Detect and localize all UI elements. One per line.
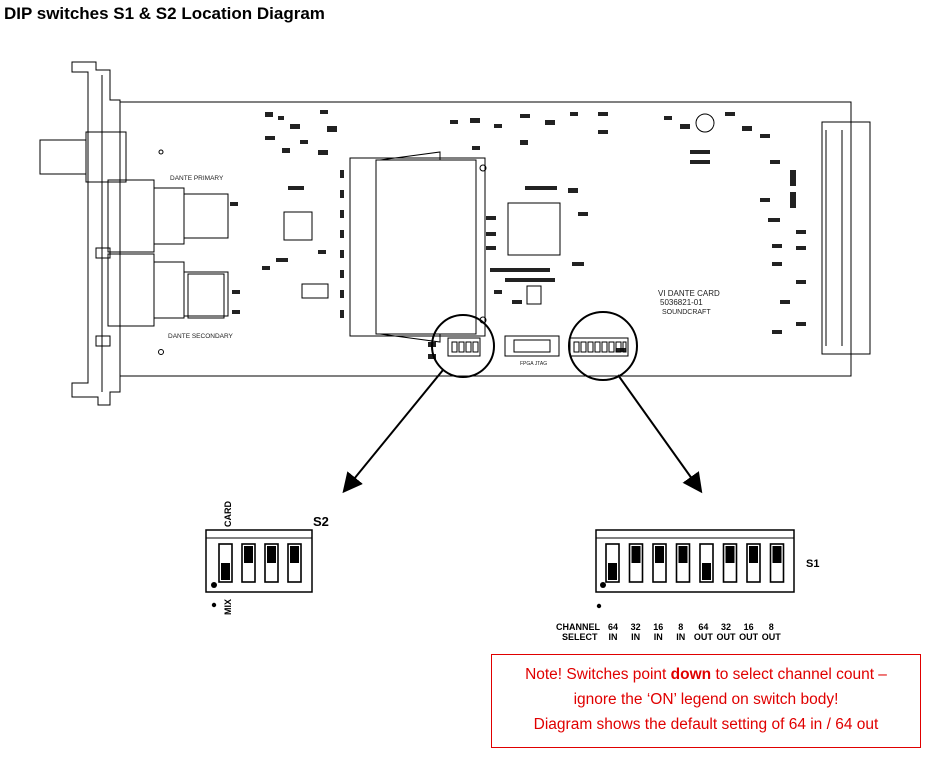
s2-highlight-circle — [431, 314, 495, 378]
s1-name-label: S1 — [806, 558, 819, 570]
s1-highlight-circle — [568, 311, 638, 381]
note-line-3: Diagram shows the default setting of 64 … — [533, 716, 879, 733]
rj45-primary — [107, 179, 155, 253]
s1-switch-lever-up — [678, 546, 688, 563]
page-title: DIP switches S1 & S2 Location Diagram — [4, 4, 325, 23]
s2-dot — [211, 582, 217, 588]
s1-label-direction-8: OUT — [762, 632, 782, 642]
fpga-chip — [507, 202, 561, 256]
s2-switch-lever-up — [290, 546, 299, 563]
s1-label-direction-2: IN — [631, 632, 640, 642]
card-name-line3: SOUNDCRAFT — [662, 309, 711, 316]
s1-switch-6 — [722, 543, 738, 583]
s2-switch-4 — [287, 543, 302, 583]
pcb-board — [39, 61, 871, 406]
s1-switch-2 — [628, 543, 644, 583]
s1-label-value-5: 64 — [698, 622, 708, 632]
s1-switch-4 — [675, 543, 691, 583]
s1-label-value-2: 32 — [631, 622, 641, 632]
rj45-secondary — [107, 253, 155, 327]
s2-switch-1 — [218, 543, 233, 583]
s2-card-label: CARD — [223, 501, 233, 527]
s2-switch-group — [218, 543, 302, 583]
front-bracket — [71, 61, 121, 406]
s1-dot — [600, 582, 606, 588]
note-line-1: Note! Switches point down to select chan… — [492, 662, 920, 687]
note-part1: Note! Switches point — [525, 666, 671, 683]
s1-label-value-1: 64 — [608, 622, 618, 632]
board-s2-footprint — [447, 337, 481, 357]
s1-switch-lever-up — [631, 546, 641, 563]
smd-components — [230, 110, 806, 359]
label-fpga-jtag: FPGA JTAG — [520, 361, 547, 367]
edge-connector — [821, 121, 871, 355]
s1-switch-lever-up — [725, 546, 735, 563]
s1-switch-7 — [746, 543, 761, 583]
s1-label-value-7: 16 — [744, 622, 754, 632]
s1-switch-lever-up — [655, 546, 664, 563]
s1-switch-8 — [769, 543, 785, 583]
jtag-connector — [504, 335, 560, 357]
s2-mix-label: MIX — [223, 599, 233, 615]
note-box: Note! Switches point down to select chan… — [491, 654, 921, 748]
s1-switch-lever-down — [702, 563, 711, 580]
note-bold: down — [670, 666, 712, 683]
note-line-2: ignore the ‘ON’ legend on switch body! — [573, 691, 839, 708]
s1-label-value-4: 8 — [678, 622, 683, 632]
s1-label-value-6: 32 — [721, 622, 731, 632]
s1-label-direction-3: IN — [654, 632, 663, 642]
bnc-connector — [39, 139, 87, 175]
s1-label-direction-1: IN — [609, 632, 618, 642]
label-dante-primary: DANTE PRIMARY — [170, 175, 224, 182]
board-outline — [119, 101, 852, 377]
s1-channel-select-line1: CHANNEL — [556, 622, 601, 632]
s1-label-direction-6: OUT — [717, 632, 737, 642]
s1-switch-lever-up — [749, 546, 758, 563]
s1-label-direction-5: OUT — [694, 632, 714, 642]
s1-switch-1 — [605, 543, 620, 583]
s1-label-value-8: 8 — [769, 622, 774, 632]
s2-name-label: S2 — [313, 514, 329, 529]
s1-label-direction-4: IN — [676, 632, 685, 642]
note-part2: to select channel count – — [711, 666, 887, 683]
s1-switch-body — [595, 529, 795, 593]
s1-switch-5 — [699, 543, 714, 583]
s2-mix-dot — [211, 602, 217, 608]
label-dante-secondary: DANTE SECONDARY — [168, 333, 234, 340]
s1-switch-group — [605, 543, 785, 583]
s1-channel-select-line2: SELECT — [562, 632, 598, 642]
card-socket — [349, 157, 486, 337]
card-name-line1: VI DANTE CARD — [658, 289, 720, 298]
s1-detail: S1 CHANNEL SELECT 64IN32IN16IN8IN64OUT32… — [556, 529, 819, 642]
s1-switch-lever-down — [608, 563, 617, 580]
s1-label-direction-7: OUT — [739, 632, 759, 642]
s1-label-value-3: 16 — [653, 622, 663, 632]
s2-switch-3 — [264, 543, 279, 583]
s1-switch-3 — [652, 543, 667, 583]
arrow-to-s2 — [342, 369, 444, 494]
s2-switch-lever-up — [267, 546, 276, 563]
arrow-to-s1 — [617, 374, 703, 494]
s1-select-dot — [596, 603, 602, 609]
s2-switch-lever-up — [244, 546, 253, 563]
s2-switch-lever-down — [221, 563, 230, 580]
board-dip-footprints — [447, 337, 629, 357]
card-name-line2: 5036821-01 — [660, 298, 703, 307]
s2-switch-2 — [241, 543, 256, 583]
s2-detail: CARD MIX S2 — [205, 501, 329, 615]
s1-switch-lever-up — [772, 546, 782, 563]
